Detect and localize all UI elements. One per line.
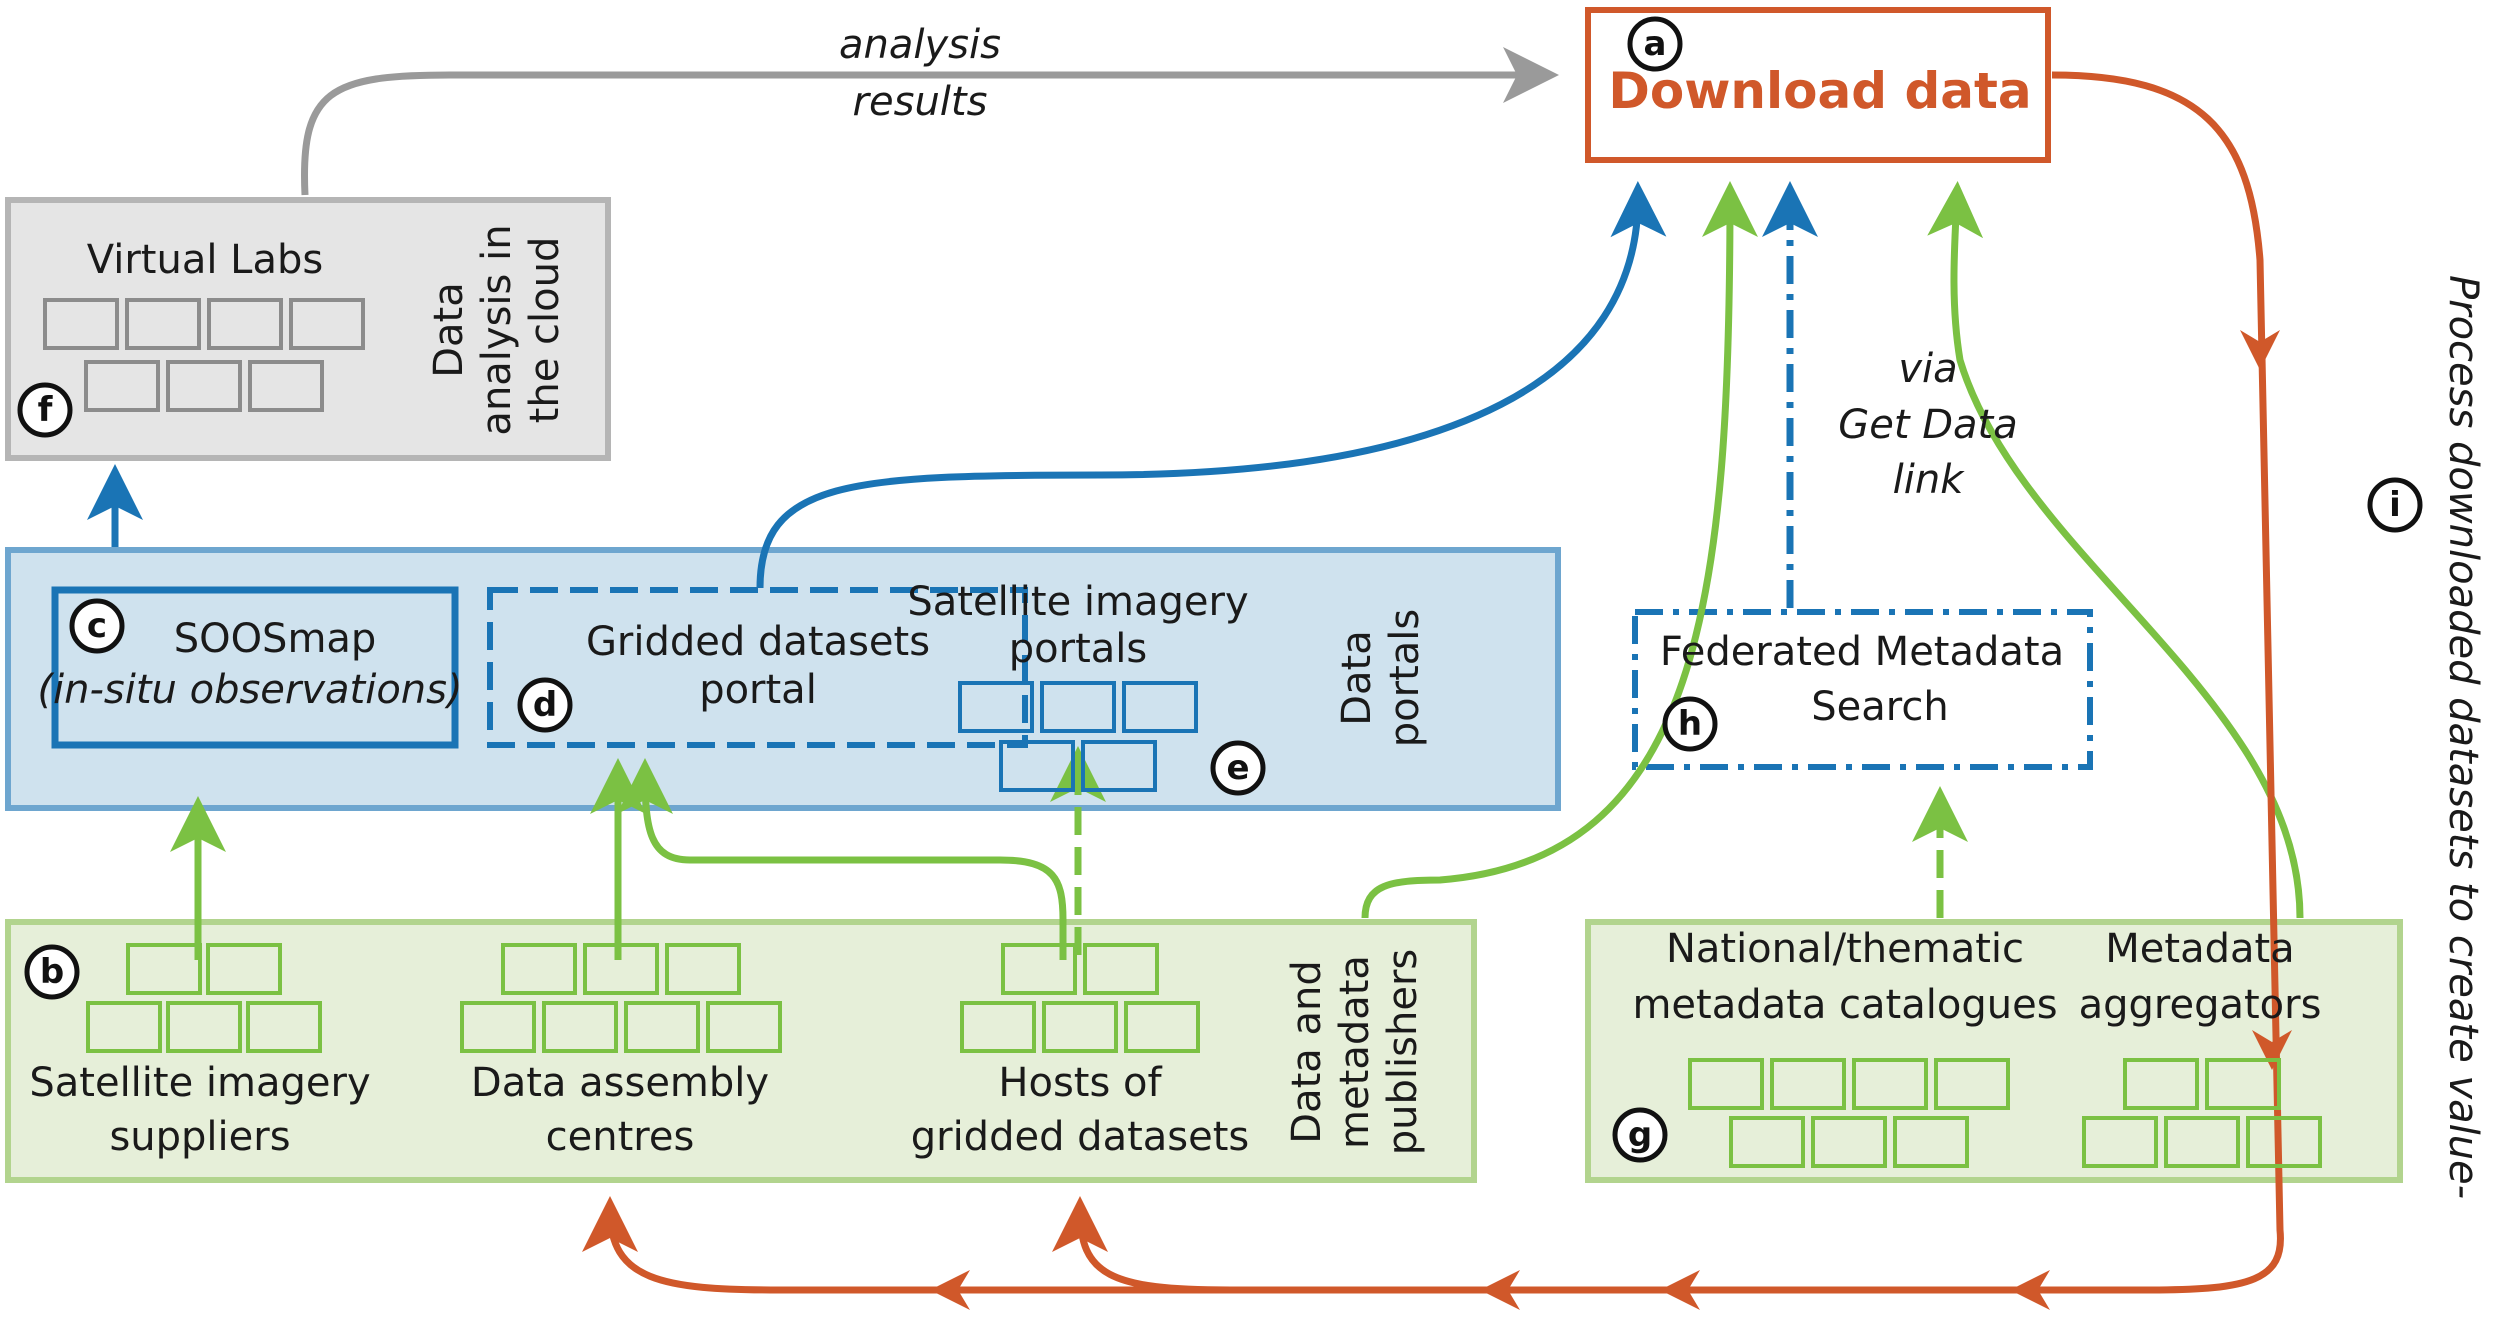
aggregators-tiles [2082, 1058, 2322, 1168]
loop-arrowhead-6 [930, 1270, 970, 1310]
gridded-portal-line1: Gridded datasets [586, 619, 930, 665]
data-portals-label-line2: portals [1382, 609, 1428, 747]
virtual-labs-tiles [43, 298, 365, 412]
svg-text:e: e [1226, 748, 1249, 788]
aggregators-to-download-arrow [1927, 181, 2304, 919]
cloud-label-line1: Data [426, 282, 472, 378]
download-data-title: Download data [1608, 62, 2031, 120]
process-to-hosts-arrow [1052, 1196, 1231, 1294]
soosmap-title: SOOSmap [174, 616, 377, 662]
svg-text:h: h [1678, 704, 1702, 744]
aggregators-line1: Metadata [2105, 926, 2294, 972]
loop-arrowhead-4 [1660, 1270, 1700, 1310]
satellite-suppliers-line1: Satellite imagery [29, 1060, 370, 1106]
gridded-hosts-line2: gridded datasets [911, 1114, 1250, 1160]
process-line2: added datasets [2492, 585, 2500, 895]
virtual-labs-panel [5, 197, 611, 461]
loop-arrowhead-5 [1480, 1270, 1520, 1310]
national-catalogues-tiles [1688, 1058, 2010, 1168]
results-label: results [853, 79, 988, 125]
gridded-hosts-tiles [960, 943, 1200, 1053]
gridded-portal-line2: portal [699, 667, 817, 713]
analysis-label: analysis [839, 22, 1001, 68]
via-label: via [1898, 346, 1957, 392]
gridded-hosts-line1: Hosts of [998, 1060, 1162, 1106]
satellite-suppliers-tiles [86, 943, 322, 1053]
badge-g: g [1612, 1107, 1668, 1163]
svg-text:c: c [87, 606, 107, 646]
satellite-portals-line2: portals [1009, 626, 1147, 672]
badge-f: f [17, 382, 73, 438]
analysis-results-arrow [300, 47, 1559, 196]
badge-c: c [69, 598, 125, 654]
publishers-label-line1: Data and [1284, 960, 1330, 1143]
badge-d: d [517, 677, 573, 733]
svg-text:g: g [1628, 1115, 1652, 1155]
process-line1: Process downloaded datasets to create va… [2440, 275, 2486, 1199]
svg-text:f: f [38, 390, 54, 430]
satellite-portals-tiles [958, 681, 1198, 792]
soosmap-box [51, 586, 459, 749]
federated-search-line2: Search [1811, 684, 1948, 730]
badge-h: h [1662, 696, 1718, 752]
assembly-centres-line1: Data assembly [471, 1060, 769, 1106]
process-datasets-arrow [582, 71, 2284, 1294]
badge-b: b [24, 944, 80, 1000]
svg-text:i: i [2389, 485, 2401, 525]
badge-i: i [2367, 477, 2423, 533]
svg-text:a: a [1644, 24, 1667, 64]
gridded-portal-to-download-arrow [756, 181, 1667, 589]
federated-search-line1: Federated Metadata [1660, 629, 2064, 675]
publishers-label-line2: metadata [1332, 955, 1378, 1149]
national-catalogues-line2: metadata catalogues [1632, 982, 2057, 1028]
badge-e: e [1210, 740, 1266, 796]
satellite-portals-line1: Satellite imagery [907, 579, 1248, 625]
publishers-to-download-arrow [1361, 181, 1758, 919]
aggregators-line2: aggregators [2079, 982, 2322, 1028]
link-label: link [1893, 457, 1966, 503]
svg-text:d: d [533, 685, 557, 725]
satellite-suppliers-line2: suppliers [109, 1114, 290, 1160]
get-data-label: Get Data [1838, 402, 2018, 448]
cloud-label-line3: the cloud [522, 237, 568, 424]
soosmap-subtitle: (in-situ observations) [37, 667, 462, 713]
data-portals-label-line1: Data [1334, 630, 1380, 726]
badge-a: a [1627, 16, 1683, 72]
national-catalogues-line1: National/thematic [1666, 926, 2024, 972]
assembly-centres-line2: centres [546, 1114, 695, 1160]
cloud-label-line2: analysis in [474, 224, 520, 435]
publishers-label-line3: publishers [1380, 949, 1426, 1155]
loop-arrowhead-3 [2010, 1270, 2050, 1310]
gridded-hosts-arrow [617, 758, 1067, 960]
loop-arrowhead-1 [2240, 330, 2280, 370]
svg-text:b: b [40, 952, 64, 992]
loop-arrowhead-2 [2252, 1030, 2292, 1070]
virtual-labs-title: Virtual Labs [87, 237, 323, 283]
assembly-centres-tiles [460, 943, 782, 1053]
gridded-portal-box [487, 587, 1028, 748]
